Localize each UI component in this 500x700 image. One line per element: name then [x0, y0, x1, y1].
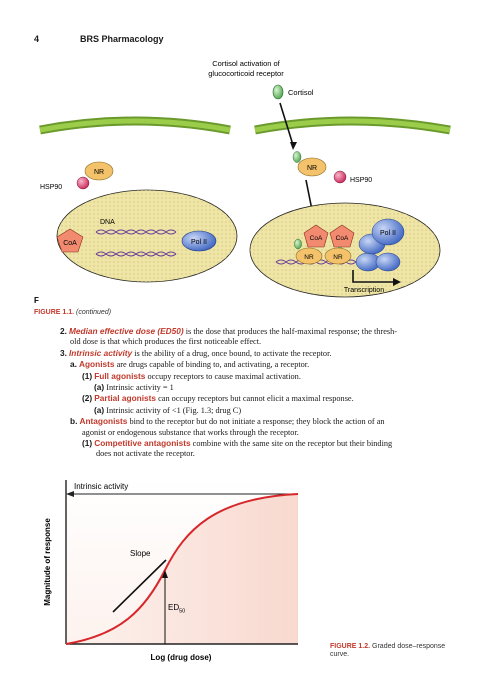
transcription-label: Transcription: [344, 287, 384, 294]
fig11-top-label-2: glucocorticoid receptor: [208, 69, 284, 78]
cortisol-bound-cytoplasm: [292, 151, 302, 163]
figure-1-2-caption: FIGURE 1.2. Graded dose–response curve.: [330, 643, 446, 658]
figure-1-1: Cortisol activation of glucocorticoid re…: [34, 59, 451, 305]
dna-strand-upper: [95, 229, 177, 235]
intrinsic-activity-label: Intrinsic activity: [74, 482, 128, 491]
item-3: 3. Intrinsic activity is the ability of …: [60, 347, 332, 358]
svg-text:Pol II: Pol II: [191, 239, 207, 246]
dna-strand-lower: [95, 251, 177, 257]
area-under-curve: [66, 494, 298, 644]
svg-text:NR: NR: [94, 169, 104, 176]
x-axis-label: Log (drug dose): [151, 653, 212, 662]
hsp90-label-left: HSP90: [40, 184, 62, 191]
coa-right-2: [329, 224, 355, 248]
nr-dimer-1: [295, 247, 323, 265]
slope-tangent-line: [112, 559, 167, 613]
svg-text:CoA: CoA: [310, 235, 323, 242]
pol2-complex-right: [355, 218, 405, 272]
item-3a1a: (a) Intrinsic activity = 1: [94, 382, 174, 393]
figure-1-2: Intrinsic activity Slope ED50 Magnitude …: [43, 480, 299, 662]
panel-letter: F: [34, 296, 39, 305]
svg-text:Pol II: Pol II: [380, 230, 396, 237]
ed50-label: ED50: [168, 603, 185, 615]
page-number: 4: [34, 34, 40, 44]
item-3a2: (2) Partial agonists can occupy receptor…: [82, 393, 354, 404]
svg-text:CoA: CoA: [336, 235, 349, 242]
figure-1-1-caption: FIGURE 1.1. (continued): [34, 309, 112, 316]
item-3a2a: (a) Intrinsic activity of <1 (Fig. 1.3; …: [94, 404, 242, 415]
nr-dimer-2: [324, 247, 352, 265]
running-header: BRS Pharmacology: [80, 34, 164, 44]
svg-text:NR: NR: [333, 254, 343, 261]
svg-text:NR: NR: [307, 165, 317, 172]
body-text: 2. Median effective dose (ED50) is the d…: [60, 326, 470, 460]
cortisol-molecule: [272, 84, 284, 100]
svg-text:CoA: CoA: [63, 240, 77, 247]
slope-label: Slope: [130, 549, 151, 558]
hsp90-left: [76, 176, 90, 190]
coa-left: [56, 228, 84, 253]
cortisol-label: Cortisol: [288, 88, 314, 97]
item-2: 2. Median effective dose (ED50) is the d…: [60, 326, 398, 336]
item-3b: b. Antagonists bind to the receptor but …: [70, 416, 385, 427]
item-3a: a. Agonists are drugs capable of binding…: [70, 359, 310, 370]
nr-receptor-right: [297, 157, 327, 177]
coa-right-1: [303, 224, 329, 248]
item-3a1: (1) Full agonists occupy receptors to ca…: [82, 370, 301, 381]
y-axis-label: Magnitude of response: [43, 518, 52, 606]
hsp90-label-right: HSP90: [350, 177, 372, 184]
dna-label: DNA: [100, 219, 115, 226]
hsp90-right: [333, 170, 347, 184]
fig11-top-label-1: Cortisol activation of: [212, 59, 280, 68]
dose-response-curve: [65, 493, 299, 645]
transcription-arrow: [352, 270, 395, 283]
pol2-left: [181, 230, 217, 252]
nr-receptor-left: [84, 161, 114, 181]
item-3b1: (1) Competitive antagonists combine with…: [82, 438, 393, 449]
svg-text:NR: NR: [304, 254, 314, 261]
